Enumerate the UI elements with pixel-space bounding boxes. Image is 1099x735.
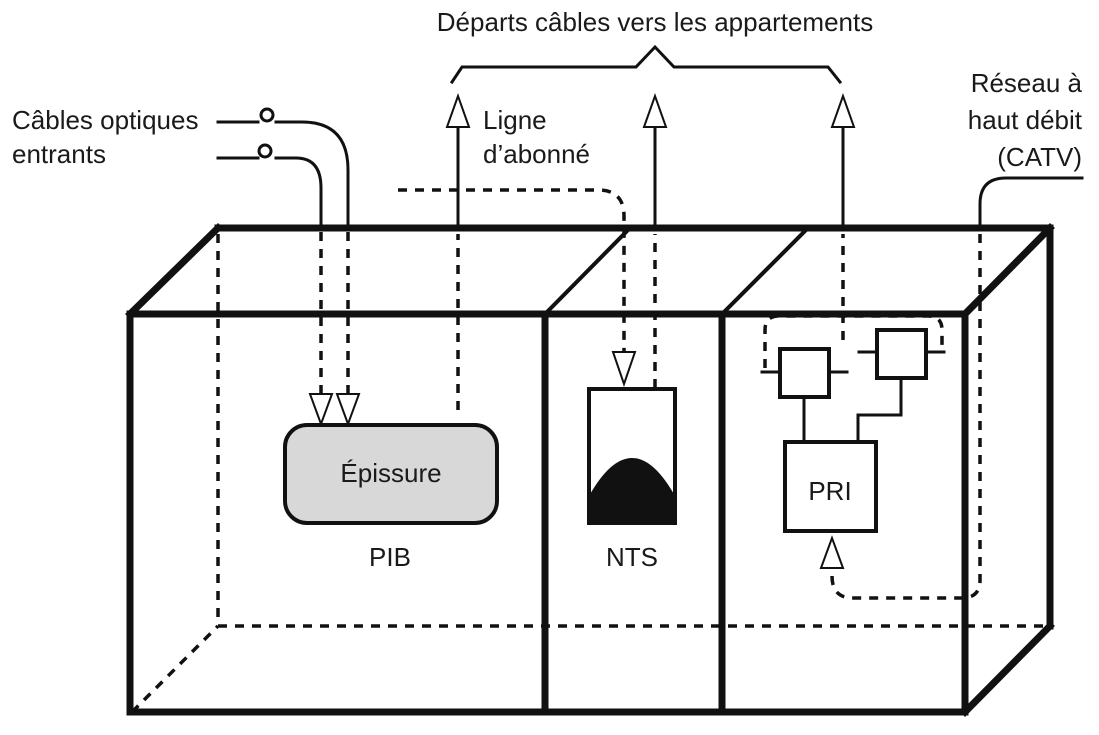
pri-device bbox=[783, 440, 878, 533]
incoming-cables-label-line1: Câbles optiques bbox=[12, 105, 198, 135]
broadband-label-line2: haut débit bbox=[968, 105, 1083, 135]
splice-label: Épissure bbox=[340, 458, 441, 488]
nts-termination-icon bbox=[589, 458, 675, 523]
cabinet-bottom-right-diagonal bbox=[960, 621, 1055, 717]
cable-2-connector-icon bbox=[257, 143, 273, 159]
subscriber-line-label-line2: d’abonné bbox=[483, 139, 590, 169]
incoming-cable-1-arrow-icon bbox=[335, 393, 361, 427]
broadband-cable-inside bbox=[830, 234, 982, 600]
broadband-cable bbox=[978, 176, 1084, 230]
splitter-link-dashed bbox=[763, 314, 944, 368]
cable-1-connector-icon bbox=[259, 107, 275, 123]
cabinet-bottom-left-diagonal bbox=[130, 624, 220, 714]
pib-label: PIB bbox=[369, 542, 411, 572]
splitter-1 bbox=[778, 347, 831, 399]
title: Départs câbles vers les appartements bbox=[437, 7, 873, 37]
outgoing-cable-1-arrow-icon bbox=[445, 93, 471, 128]
splitter-2-to-pri bbox=[856, 376, 903, 444]
splitter-2 bbox=[875, 328, 928, 380]
cabinet-top-left-edge bbox=[125, 223, 223, 319]
incoming-cables-label-line2: entrants bbox=[12, 139, 106, 169]
pri-label: PRI bbox=[808, 476, 851, 506]
broadband-label-line3: (CATV) bbox=[997, 142, 1082, 172]
subscriber-line bbox=[398, 188, 626, 352]
broadband-arrow-icon bbox=[819, 535, 845, 569]
subscriber-line-label-line1: Ligne bbox=[483, 105, 547, 135]
outgoing-cable-3-arrow-icon bbox=[830, 93, 856, 128]
nts-label: NTS bbox=[606, 542, 658, 572]
divider-1-top-edge bbox=[542, 225, 633, 317]
incoming-cable-2-arrow-icon bbox=[308, 393, 334, 427]
subscriber-line-arrow-icon bbox=[611, 351, 637, 388]
incoming-cable-2 bbox=[216, 156, 323, 230]
incoming-cable-1 bbox=[216, 120, 350, 230]
splice-box bbox=[283, 423, 499, 525]
broadband-label-line1: Réseau à bbox=[971, 68, 1083, 98]
cabinet-top-right-edge bbox=[960, 223, 1055, 319]
outgoing-cable-2-arrow-icon bbox=[642, 93, 668, 128]
top-brace bbox=[449, 44, 843, 85]
divider-2-top-edge bbox=[719, 225, 811, 317]
